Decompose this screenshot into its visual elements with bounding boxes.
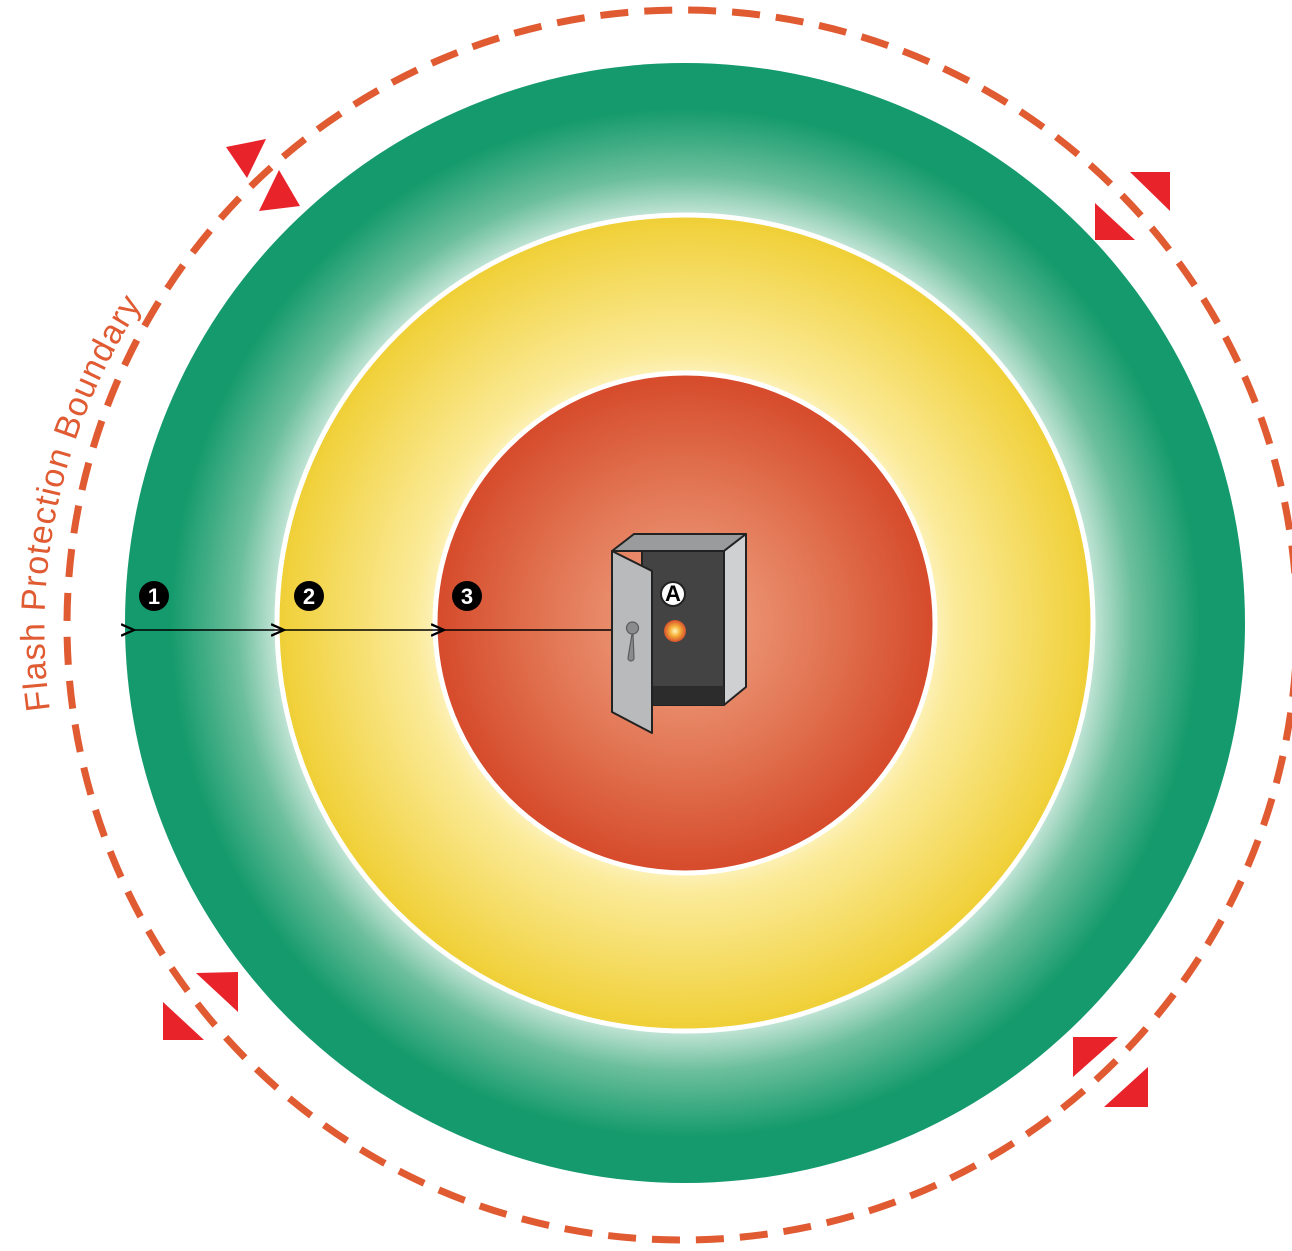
arc-flash-spark-icon [664,620,686,642]
marker-1: 1 [139,581,169,611]
source-label: A [665,581,681,606]
arrow-mark-bottom-right-icon [1073,1037,1148,1107]
marker-2-label: 2 [303,584,315,609]
marker-2: 2 [294,581,324,611]
marker-1-label: 1 [148,584,160,609]
marker-3-label: 3 [461,584,473,609]
panel-side [724,534,746,705]
electrical-panel-icon [612,534,746,733]
marker-3: 3 [452,581,482,611]
panel-floor [652,686,724,705]
source-marker: A [661,581,685,606]
